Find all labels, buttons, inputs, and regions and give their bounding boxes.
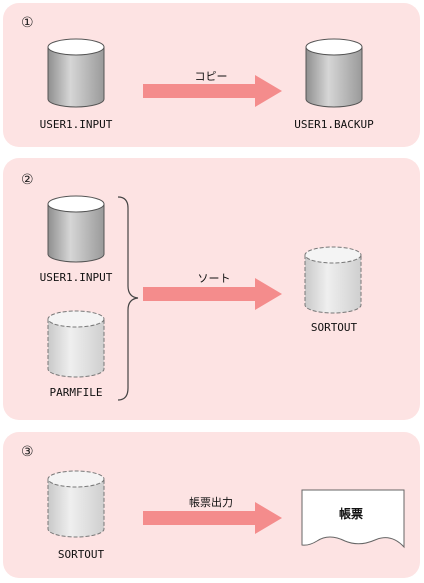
copy-action-label: コピー [194,70,228,83]
source-dataset-label: USER1.INPUT [39,118,113,131]
right-arrow-icon [143,278,282,310]
document-icon [301,489,405,549]
output-dataset-label: SORTOUT [310,321,358,334]
step-number: ② [21,172,34,188]
right-brace-icon [117,196,139,401]
disk-icon [305,38,363,108]
right-arrow-icon [143,502,282,534]
param-dataset-label: PARMFILE [49,386,103,399]
step-number: ③ [21,444,34,460]
target-dataset-label: USER1.BACKUP [294,118,374,131]
temporary-disk-icon [47,310,105,378]
disk-icon [47,38,105,108]
step-number: ① [21,15,34,31]
report-output-action-label: 帳票出力 [189,496,233,509]
input-dataset-label: USER1.INPUT [39,271,113,284]
step-3-panel: ③ SORTOUT 帳票出力 帳票 [3,432,420,578]
temporary-disk-icon [47,470,105,538]
temporary-disk-icon [304,246,362,314]
document-label: 帳票 [338,507,364,521]
right-arrow-icon [143,75,282,107]
source-dataset-label: SORTOUT [57,548,105,561]
step-2-panel: ② USER1.INPUT PARMFILE ソート SORTOUT [3,158,420,420]
disk-icon [47,195,105,263]
sort-action-label: ソート [197,272,231,285]
step-1-panel: ① USER1.INPUT コピー USER1.BACKUP [3,3,420,147]
